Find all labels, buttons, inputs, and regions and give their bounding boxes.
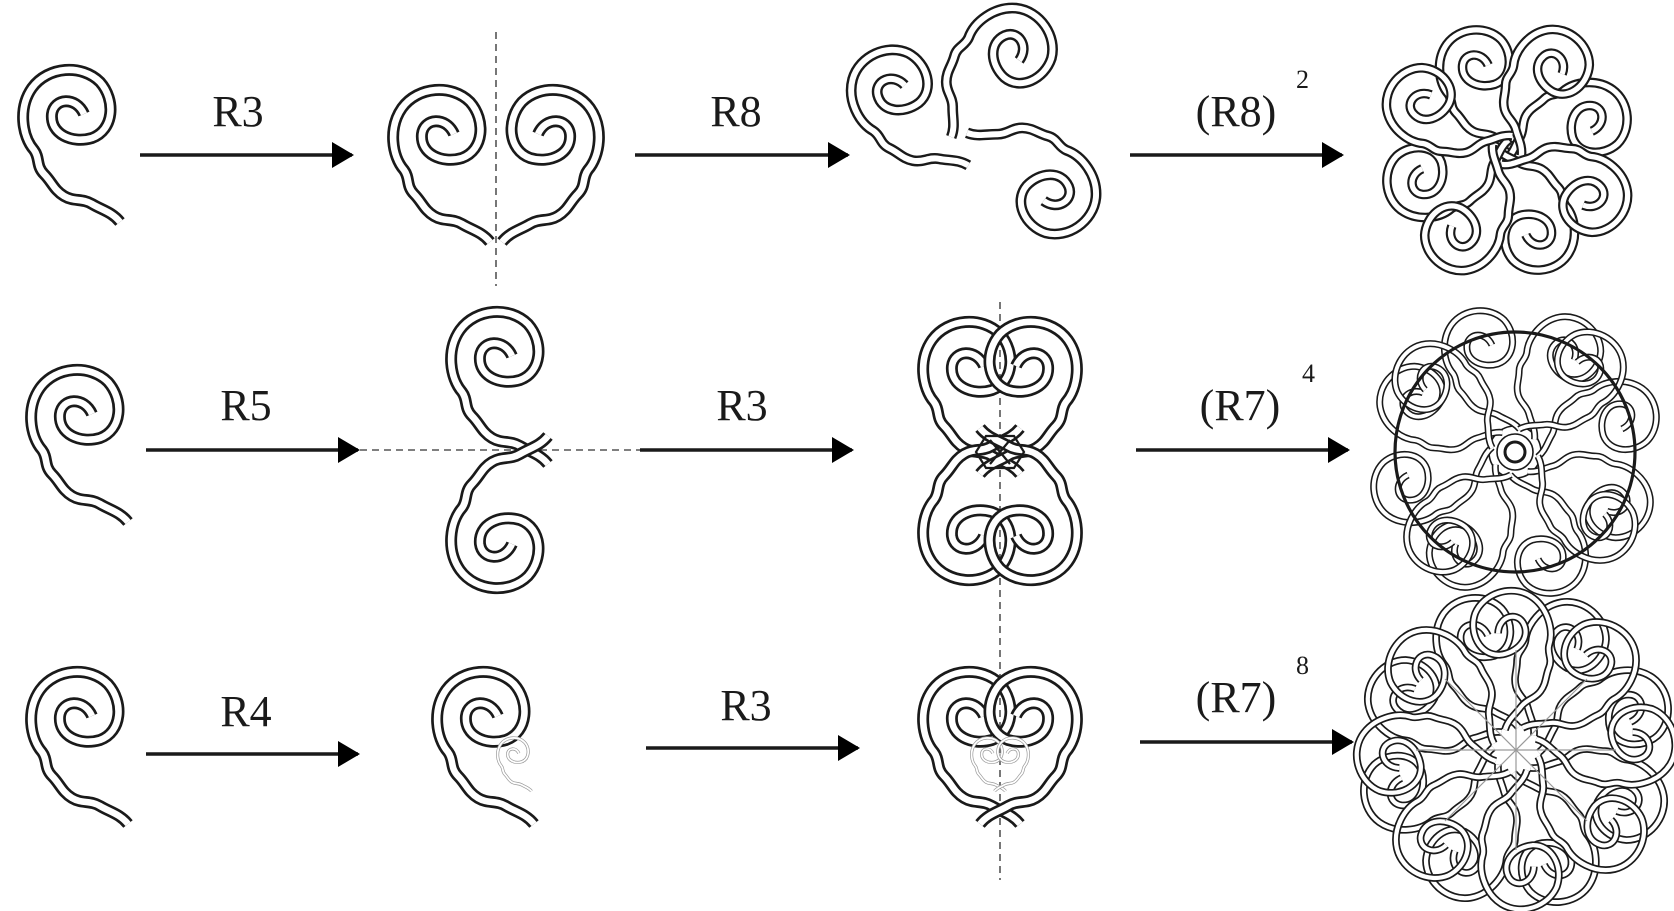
row-3-step-3-exponent: 8 bbox=[1296, 651, 1309, 680]
row-1-rotated-triad bbox=[840, 0, 1111, 251]
row-3-step-1-label: R4 bbox=[220, 687, 271, 736]
row-3-arrow-2 bbox=[646, 735, 860, 761]
row-1-result-rosette bbox=[1372, 15, 1643, 286]
row-3-result-rosette bbox=[1345, 579, 1674, 911]
row-1: R3 R8 (R8) 2 bbox=[23, 0, 1642, 286]
row-2-reflected-pair bbox=[360, 312, 640, 588]
row-2-step-3-exponent: 4 bbox=[1302, 359, 1315, 388]
row-2-quad-motif bbox=[923, 302, 1077, 880]
row-3-source-motif bbox=[31, 672, 128, 824]
row-3-step-3-label: (R7) bbox=[1196, 673, 1277, 722]
row-3-step-2-label: R3 bbox=[720, 681, 771, 730]
row-2-arrow-1 bbox=[146, 437, 360, 463]
row-2: R5 R3 (R7) 4 bbox=[31, 302, 1665, 880]
row-1-arrow-2 bbox=[635, 142, 850, 168]
row-2-step-3-label: (R7) bbox=[1200, 381, 1281, 430]
row-3-motif-with-inner bbox=[437, 672, 534, 824]
row-2-arrow-2 bbox=[640, 437, 854, 463]
row-1-arrow-1 bbox=[140, 142, 354, 168]
row-1-step-1-label: R3 bbox=[212, 87, 263, 136]
row-1-source-motif bbox=[23, 70, 120, 222]
row-2-source-motif bbox=[31, 370, 128, 522]
row-1-mirrored-pair bbox=[393, 32, 599, 286]
row-3-arrow-3 bbox=[1140, 729, 1354, 755]
row-2-step-2-label: R3 bbox=[716, 381, 767, 430]
row-1-arrow-3 bbox=[1130, 142, 1344, 168]
row-2-step-1-label: R5 bbox=[220, 381, 271, 430]
row-1-step-2-label: R8 bbox=[710, 87, 761, 136]
row-2-arrow-3 bbox=[1136, 437, 1350, 463]
row-1-step-3-label: (R8) bbox=[1196, 87, 1277, 136]
row-1-step-3-exponent: 2 bbox=[1296, 65, 1309, 94]
row-3-arrow-1 bbox=[146, 741, 360, 767]
row-3: R4 R3 (R7) 8 bbox=[31, 579, 1674, 911]
row-2-result-rosette bbox=[1365, 302, 1665, 602]
